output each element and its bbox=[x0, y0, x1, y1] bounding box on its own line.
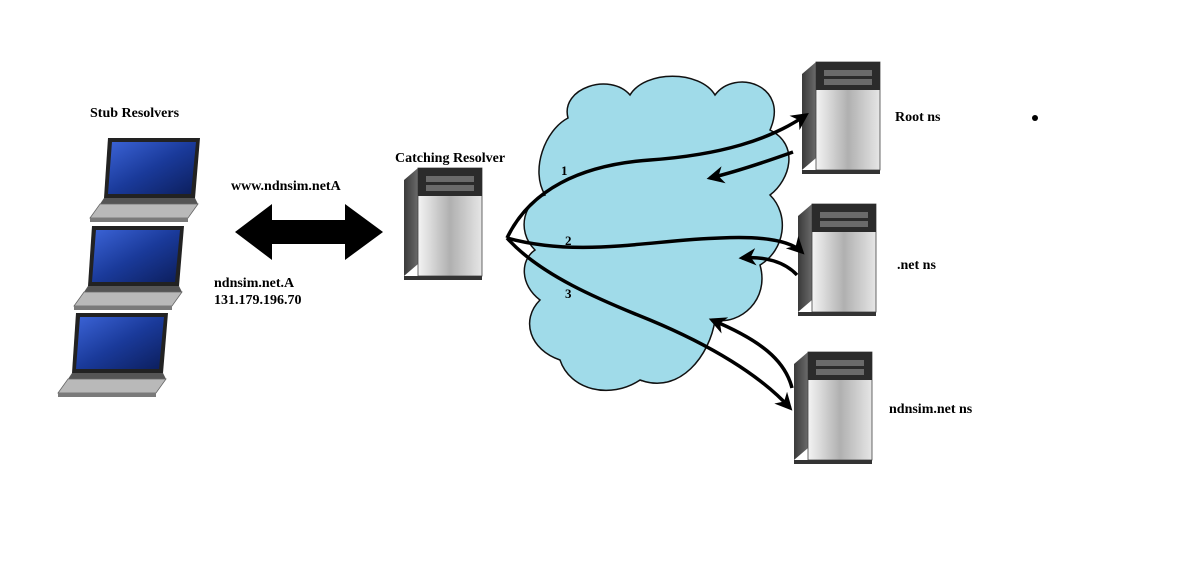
answer-label-line2: 131.179.196.70 bbox=[214, 293, 302, 308]
network-cloud bbox=[523, 75, 790, 392]
query-double-arrow bbox=[235, 204, 383, 260]
query-arrow-net bbox=[506, 235, 805, 255]
caching-resolver-label: Catching Resolver bbox=[395, 151, 505, 166]
step-label: 3 bbox=[565, 286, 572, 301]
response-arrow-ndnsim bbox=[708, 317, 794, 389]
query-label: www.ndnsim.netA bbox=[231, 179, 342, 194]
stub-resolvers-label: Stub Resolvers bbox=[90, 106, 180, 121]
ndnsim-ns-label: ndnsim.net ns bbox=[889, 402, 973, 417]
stray-dot bbox=[1032, 115, 1038, 121]
net-ns-label: .net ns bbox=[897, 258, 936, 273]
step-label: 2 bbox=[565, 233, 572, 248]
step-label: 1 bbox=[561, 163, 568, 178]
query-arrow-root bbox=[505, 113, 809, 239]
server-icon bbox=[798, 203, 877, 316]
laptop-icon bbox=[73, 226, 184, 310]
response-arrow-root bbox=[706, 150, 794, 184]
query-arrow-ndnsim bbox=[505, 236, 793, 411]
server-icon bbox=[802, 61, 881, 174]
response-arrow-net bbox=[738, 248, 799, 277]
server-icon bbox=[404, 167, 483, 280]
root-ns-label: Root ns bbox=[895, 110, 941, 125]
laptop-icon bbox=[89, 138, 200, 222]
answer-label-line1: ndnsim.net.A bbox=[214, 276, 295, 291]
laptop-icon bbox=[57, 313, 168, 397]
server-icon bbox=[794, 351, 873, 464]
